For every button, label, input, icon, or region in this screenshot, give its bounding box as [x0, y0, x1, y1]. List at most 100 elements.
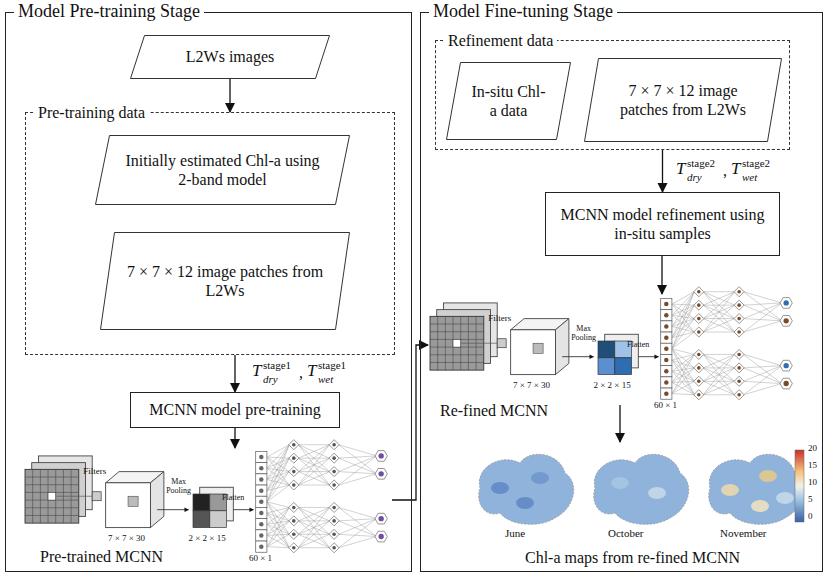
neuron-dot	[292, 483, 296, 487]
flatten-dot	[259, 500, 263, 504]
dense-link	[339, 519, 377, 548]
superscript: stage1	[263, 359, 291, 371]
output-dot	[783, 300, 788, 305]
neuron-dot	[737, 393, 741, 397]
dense-link	[672, 292, 694, 304]
pooling-cell	[210, 511, 227, 528]
neuron-dot	[737, 330, 741, 334]
colorbar-tick: 20	[808, 444, 817, 454]
month-label: October	[608, 527, 643, 539]
dense-link	[298, 445, 329, 458]
dense-link	[339, 472, 377, 474]
dense-link	[744, 321, 782, 332]
dense-link	[672, 292, 694, 338]
stage-panel: Model Fine-tuning StageRefinement dataIn…	[420, 12, 823, 572]
dense-link	[267, 468, 289, 485]
threshold-symbol: T	[307, 362, 316, 381]
flatten-cell	[661, 332, 672, 343]
layer-label: 2 × 2 × 15	[594, 381, 631, 391]
parallelogram-outline	[95, 135, 350, 205]
dense-link	[339, 537, 377, 548]
output-neuron	[375, 469, 387, 480]
neuron-dot	[292, 533, 296, 537]
dense-link	[267, 524, 289, 534]
grid-line	[40, 469, 41, 523]
flatten-cell	[661, 388, 672, 399]
node-text: MCNN model pre-training	[149, 400, 321, 419]
dense-link	[672, 354, 694, 382]
filter-cube	[533, 343, 543, 353]
chl-a-map	[479, 454, 574, 524]
output-dot	[378, 534, 383, 539]
flatten-cell	[256, 507, 267, 518]
group-heading: Pre-training data	[34, 103, 149, 122]
flatten-dot	[664, 313, 668, 317]
flatten-arrow	[638, 356, 658, 357]
chl-a-patch	[491, 482, 509, 494]
pooling-arrow	[562, 356, 593, 357]
flatten-dot	[664, 335, 668, 339]
flow-arrow	[662, 150, 663, 192]
node-text: Initially estimated Chl-a using 2-band m…	[119, 151, 326, 189]
dense-link	[672, 381, 694, 393]
flatten-cell	[661, 354, 672, 365]
dense-link	[298, 534, 329, 547]
flatten-dot	[664, 369, 668, 373]
dense-link	[703, 354, 734, 367]
dense-link	[744, 292, 782, 303]
flatten-cell	[256, 474, 267, 485]
neuron-dot	[292, 470, 296, 474]
dense-link	[703, 381, 734, 394]
superscript: stage2	[742, 157, 770, 169]
dense-link	[672, 305, 694, 337]
dense-link	[744, 303, 782, 319]
dense-link	[267, 507, 289, 535]
neuron	[694, 390, 704, 400]
output-dot	[378, 471, 383, 476]
node-text: L2Ws images	[186, 47, 274, 66]
parallelogram-outline	[446, 62, 571, 140]
flatten-cell	[661, 298, 672, 309]
dense-link	[339, 507, 377, 518]
flatten-cell	[256, 451, 267, 462]
flatten-cell	[256, 485, 267, 496]
dense-link	[672, 371, 694, 381]
neuron	[734, 287, 744, 297]
output-dot	[378, 453, 383, 458]
data-parallelogram: In-situ Chl-a data	[446, 62, 571, 140]
dense-link	[744, 354, 782, 365]
neuron-dot	[737, 317, 741, 321]
neuron-dot	[737, 353, 741, 357]
dense-link	[703, 354, 734, 394]
grid-line	[25, 507, 79, 508]
output-dot	[783, 381, 788, 386]
month-label: June	[505, 527, 525, 539]
output-dot	[783, 318, 788, 323]
dense-link	[267, 534, 289, 535]
dense-link	[744, 384, 782, 395]
parallelogram-shape	[447, 63, 571, 140]
dense-link	[267, 524, 289, 548]
dense-link	[672, 371, 694, 395]
dense-link	[298, 534, 329, 547]
dense-link	[672, 368, 694, 394]
dense-link	[744, 366, 782, 368]
neuron	[329, 543, 339, 553]
neuron	[694, 363, 704, 373]
neuron	[734, 300, 744, 310]
neuron-dot	[332, 519, 336, 523]
dense-link	[339, 519, 377, 535]
flatten-cell	[661, 343, 672, 354]
group-heading: Model Pre-training Stage	[14, 1, 204, 23]
dense-link	[744, 303, 782, 332]
dense-link	[298, 521, 329, 548]
neuron-dot	[292, 546, 296, 550]
flatten-cell	[661, 310, 672, 321]
flatten-arrow	[233, 509, 253, 510]
dense-link	[267, 521, 289, 536]
chl-a-patch	[751, 500, 769, 512]
dense-link	[672, 368, 694, 383]
layer-label: 7 × 7 × 30	[108, 534, 145, 544]
subscript: wet	[318, 373, 333, 385]
